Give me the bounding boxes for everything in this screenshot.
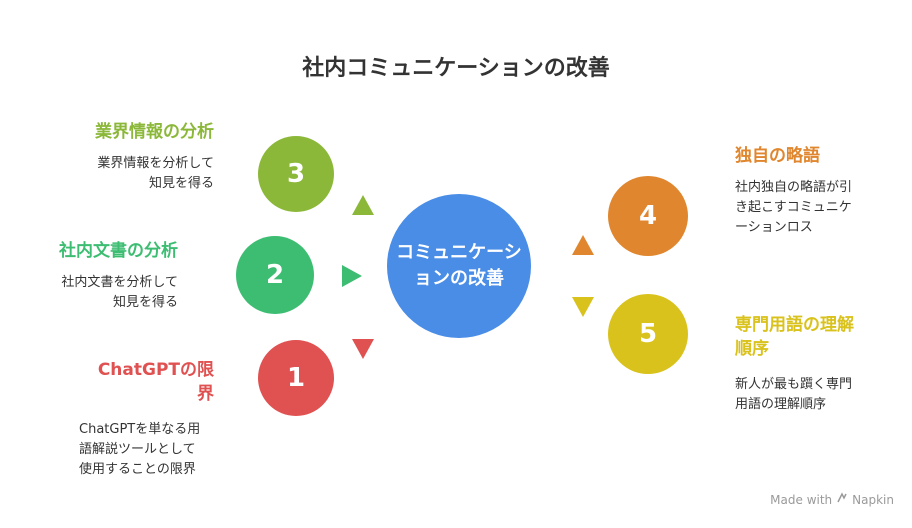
item-4-desc-line2: き起こすコミュニケ <box>735 200 852 215</box>
napkin-brand-label: Napkin <box>852 492 894 507</box>
item-1-desc-line3: 使用することの限界 <box>79 462 196 477</box>
napkin-watermark: Made with Napkin <box>770 492 894 507</box>
center-circle: コミュニケーシ ョンの改善 <box>387 194 531 338</box>
arrow-up-icon-4 <box>572 235 594 255</box>
item-4-heading: 独自の略語 <box>735 146 820 166</box>
item-2-desc-line1: 社内文書を分析して <box>61 275 178 290</box>
item-1-desc-line1: ChatGPTを単なる用 <box>79 422 201 437</box>
item-3-heading: 業界情報の分析 <box>95 122 214 142</box>
circle-3: 3 <box>258 136 334 212</box>
circle-4: 4 <box>608 176 688 256</box>
item-3-text: 業界情報の分析 業界情報を分析して 知見を得る <box>40 120 214 194</box>
item-1-desc-line2: 語解説ツールとして <box>79 442 196 457</box>
item-2-text: 社内文書の分析 社内文書を分析して 知見を得る <box>20 239 178 313</box>
made-with-label: Made with <box>770 492 833 507</box>
item-2-heading: 社内文書の分析 <box>59 241 178 261</box>
item-2-desc-line2: 知見を得る <box>112 295 178 310</box>
item-5-heading-line1: 専門用語の理解 <box>735 315 854 335</box>
center-label-line1: コミュニケーシ <box>396 242 522 263</box>
item-1-heading-block: ChatGPTの限 界 <box>40 358 214 406</box>
diagram-title: 社内コミュニケーションの改善 <box>302 56 610 81</box>
item-5-text: 専門用語の理解 順序 新人が最も躓く専門 用語の理解順序 <box>735 313 895 415</box>
item-5-heading-line2: 順序 <box>735 339 769 359</box>
item-1-desc-block: ChatGPTを単なる用 語解説ツールとして 使用することの限界 <box>79 420 229 480</box>
circle-1: 1 <box>258 340 334 416</box>
item-5-desc-line2: 用語の理解順序 <box>735 397 827 412</box>
item-3-desc-line1: 業界情報を分析して <box>97 156 214 171</box>
arrow-down-icon-1 <box>352 339 374 359</box>
item-3-desc-line2: 知見を得る <box>148 176 214 191</box>
item-1-heading-line2: 界 <box>197 384 214 404</box>
napkin-logo-icon <box>836 492 848 507</box>
item-4-desc-line1: 社内独自の略語が引 <box>735 180 853 195</box>
arrow-down-icon-5 <box>572 297 594 317</box>
item-1-heading-line1: ChatGPTの限 <box>97 360 214 380</box>
circle-2: 2 <box>236 236 314 314</box>
center-label-line2: ョンの改善 <box>414 268 504 289</box>
item-4-desc-line3: ーションロス <box>735 220 813 235</box>
item-4-text: 独自の略語 社内独自の略語が引 き起こすコミュニケ ーションロス <box>735 144 895 238</box>
circle-5: 5 <box>608 294 688 374</box>
arrow-up-icon-3 <box>352 195 374 215</box>
item-5-desc-line1: 新人が最も躓く専門 <box>735 377 853 392</box>
arrow-right-icon-2 <box>342 265 362 287</box>
